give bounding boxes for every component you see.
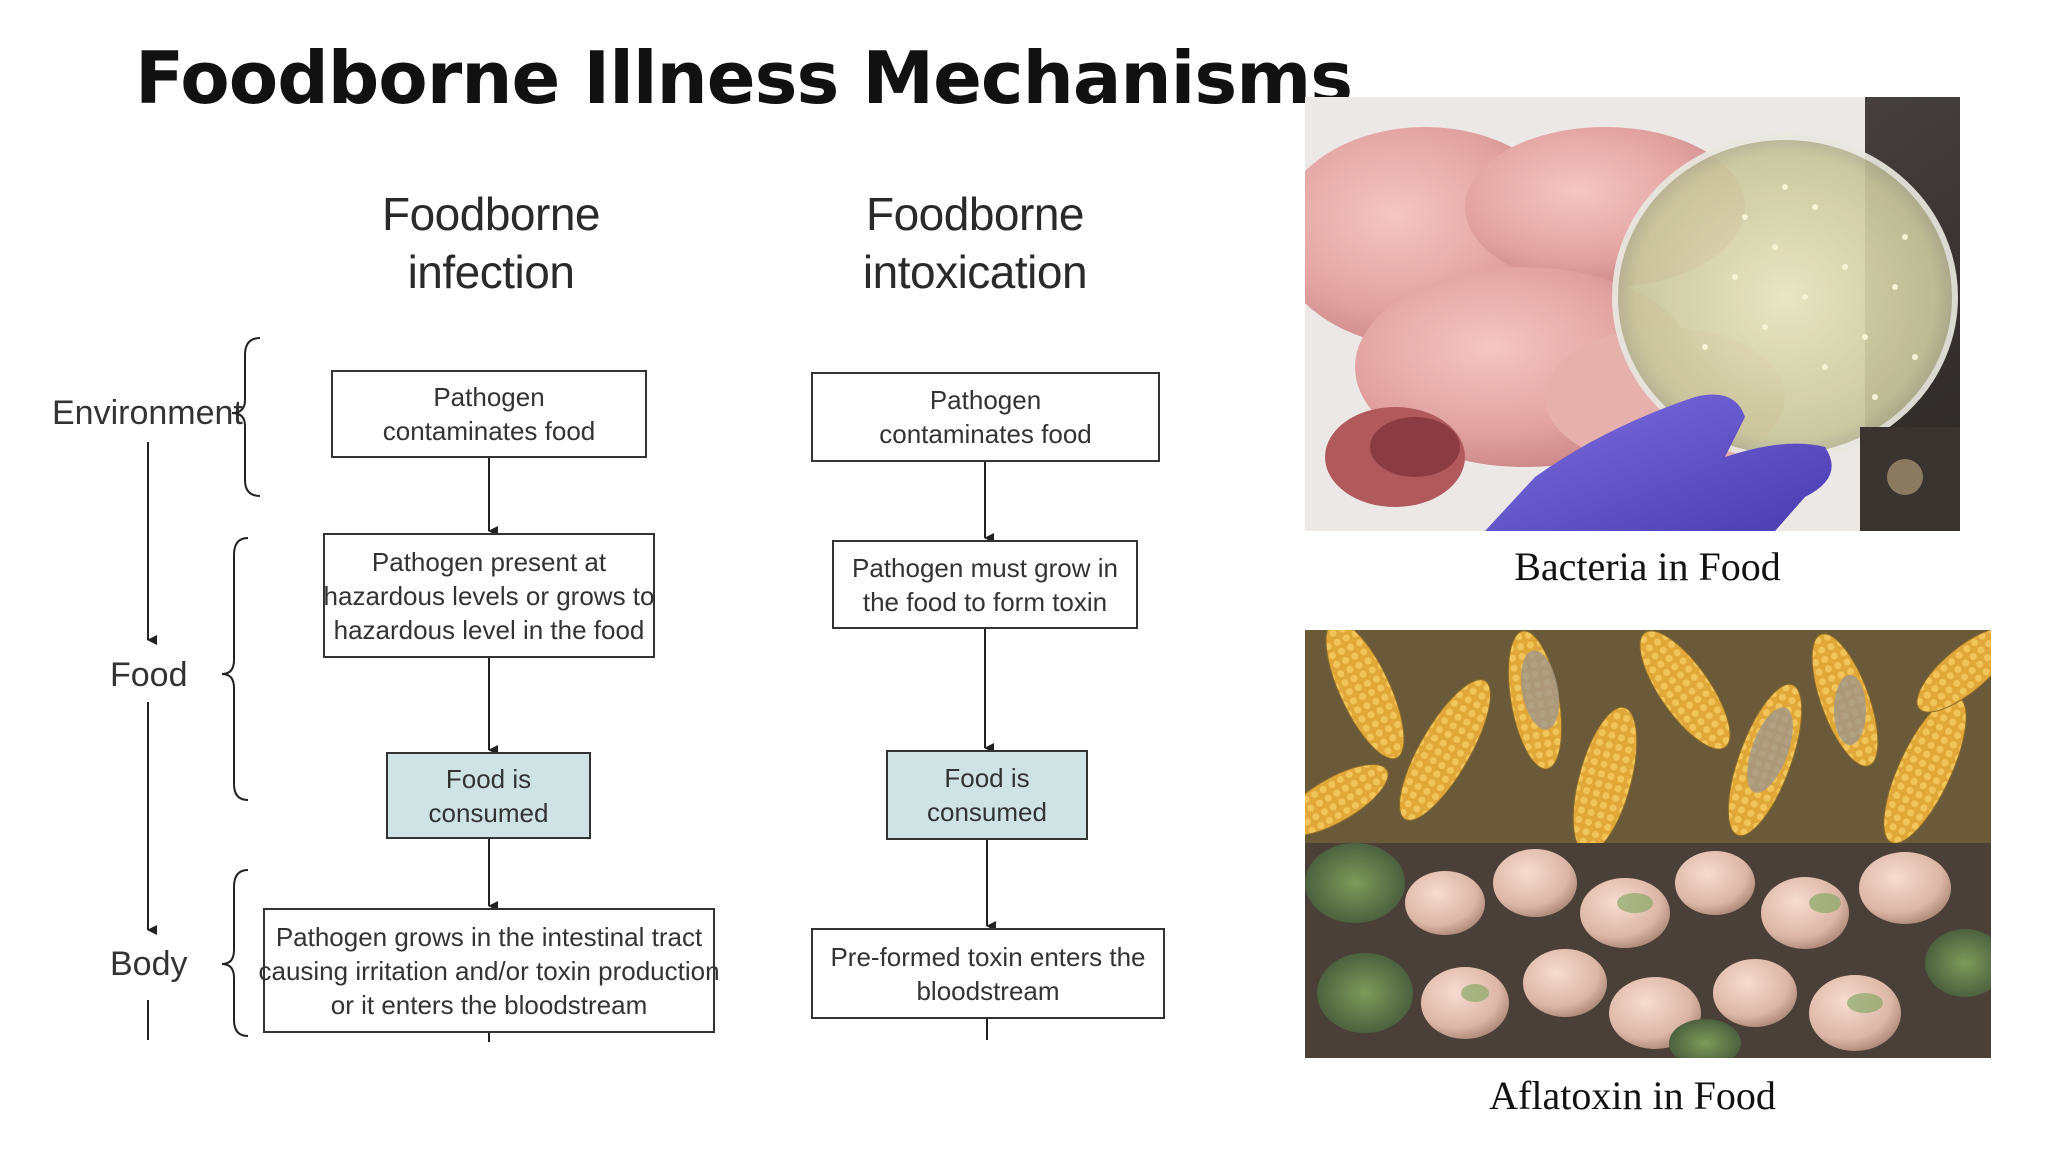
infection-step-intestinal: Pathogen grows in the intestinal tract c… [258,908,720,1033]
aflatoxin-nuts-photo [1305,843,1991,1058]
step-text: causing irritation and/or toxin producti… [258,955,720,986]
caption-bacteria: Bacteria in Food [1514,544,1781,589]
corn-photo-illustration [1305,630,1991,843]
step-text: contaminates food [879,419,1092,449]
column-header-line: Foodborne [866,188,1085,240]
infection-step-consumed: Food is consumed [386,752,591,839]
stage-label-body: Body [110,945,188,983]
flow-connectors [147,337,996,1042]
column-header-line: Foodborne [382,188,601,240]
column-header-line: infection [407,246,575,298]
infection-step-contamination: Pathogen contaminates food [331,370,647,458]
step-text: hazardous level in the food [333,614,645,645]
step-text: consumed [927,797,1047,827]
step-text: Food is [944,763,1030,793]
intoxication-step-consumed: Food is consumed [886,750,1088,840]
step-text: Pathogen must grow in [852,552,1118,583]
stage-label-environment: Environment [52,394,243,432]
aflatoxin-corn-photo [1305,630,1991,843]
infection-step-hazardous-levels: Pathogen present at hazardous levels or … [323,533,655,658]
step-text: Pre-formed toxin enters the [830,941,1146,972]
step-text: Pathogen grows in the intestinal tract [275,921,703,952]
column-header-intoxication: Foodborne intoxication [815,185,1135,301]
intoxication-step-bloodstream: Pre-formed toxin enters the bloodstream [811,928,1165,1019]
brace-food [221,537,249,801]
bacteria-photo-illustration [1305,97,1960,531]
intoxication-step-toxin-growth: Pathogen must grow in the food to form t… [832,540,1138,629]
column-header-line: intoxication [862,246,1088,298]
stage-label-food: Food [110,656,188,694]
intoxication-step-contamination: Pathogen contaminates food [811,372,1160,462]
step-text: Pathogen present at [371,546,607,577]
nuts-photo-illustration [1305,843,1991,1058]
step-text: the food to form toxin [862,586,1108,617]
step-text: Food is [445,763,532,794]
step-text: Pathogen [929,385,1042,415]
bacteria-photo [1305,97,1960,531]
step-text: Pathogen [433,382,545,412]
step-text: bloodstream [916,975,1060,1006]
column-header-infection: Foodborne infection [331,185,651,301]
caption-aflatoxin: Aflatoxin in Food [1489,1073,1776,1118]
step-text: contaminates food [382,416,596,446]
brace-environment [231,337,261,497]
step-text: consumed [428,797,549,828]
page-title: Foodborne Illness Mechanisms [135,36,1353,120]
brace-body [221,869,249,1037]
step-text: or it enters the bloodstream [330,989,648,1020]
step-text: hazardous levels or grows to [323,580,655,611]
